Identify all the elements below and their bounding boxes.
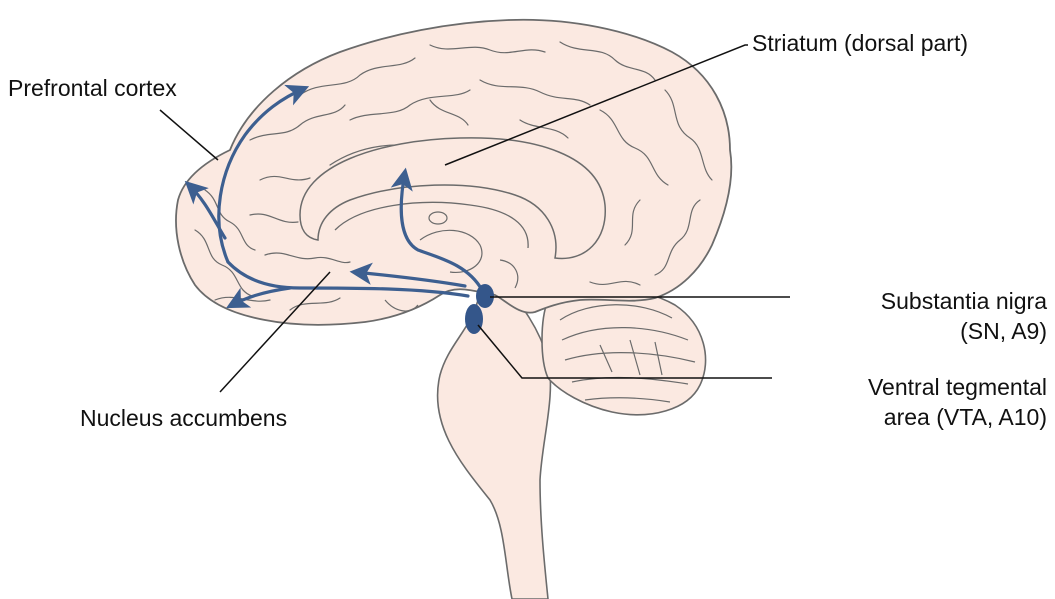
cerebellum <box>542 288 706 415</box>
leader-prefrontal <box>160 110 218 160</box>
label-substantia-nigra-line1: Substantia nigra <box>881 286 1047 316</box>
label-prefrontal-cortex: Prefrontal cortex <box>8 73 177 103</box>
brainstem <box>438 290 551 599</box>
label-nucleus-accumbens: Nucleus accumbens <box>80 403 287 433</box>
label-vta-line1: Ventral tegmental <box>868 372 1047 402</box>
label-striatum: Striatum (dorsal part) <box>752 28 968 58</box>
label-vta: Ventral tegmental area (VTA, A10) <box>868 372 1047 432</box>
label-substantia-nigra-line2: (SN, A9) <box>881 316 1047 346</box>
label-vta-line2: area (VTA, A10) <box>868 402 1047 432</box>
label-substantia-nigra: Substantia nigra (SN, A9) <box>881 286 1047 346</box>
substantia-nigra-nucleus <box>476 284 494 308</box>
vta-nucleus <box>465 304 483 334</box>
